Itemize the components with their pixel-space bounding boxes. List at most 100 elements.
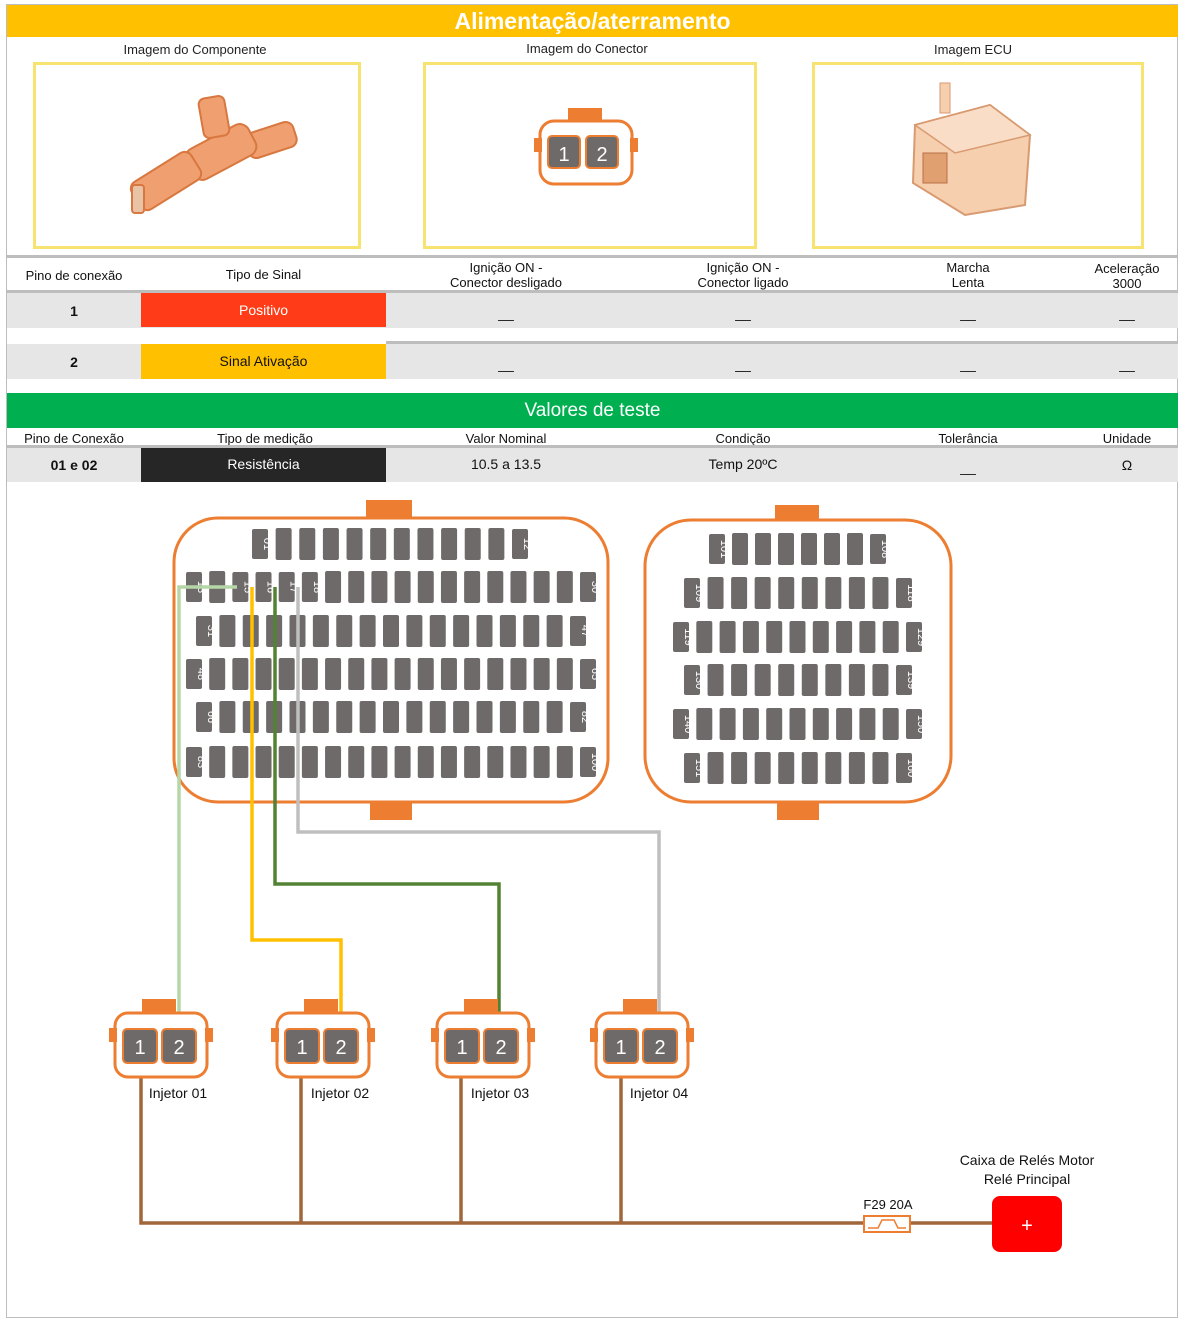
ecu-b-pin (754, 577, 771, 609)
ecu-a-pin-label-01: 01 (261, 538, 273, 550)
ecu-a-pin-label-65-pin (580, 659, 596, 689)
ecu-a-pin (464, 746, 481, 778)
ecu-a-pin-label-83: 83 (195, 756, 207, 768)
ecu-b-pin (848, 577, 865, 609)
ecu-b-pin (778, 664, 795, 696)
ecu-b-pin-label-150: 150 (915, 715, 927, 733)
ecu-a-pin-label-31-pin (196, 616, 212, 646)
ecu-b-pin-label-130-pin (684, 665, 700, 695)
ecu-b-pin-label-151: 151 (693, 759, 705, 777)
component-image-label: Imagem do Componente (123, 42, 267, 57)
ecu-a-pin-label-30: 30 (589, 581, 601, 593)
ecu-a-pin (346, 528, 363, 560)
ecu-a-pin (255, 658, 272, 690)
ecu-b-pin (882, 621, 899, 653)
test-header-condition: Condição (715, 431, 771, 446)
ecu-b-pin (801, 664, 818, 696)
injector-pin-1 (603, 1028, 639, 1064)
ecu-image-label: Imagem ECU (933, 42, 1013, 57)
ecu-a-pin (510, 658, 527, 690)
injector-pin-2 (161, 1028, 197, 1064)
ecu-b-pin (789, 621, 806, 653)
ecu-a-pin-label-82: 82 (579, 711, 591, 723)
wire-common-power (139, 1050, 864, 1225)
ecu-a-pin (510, 571, 527, 603)
page-title: Alimentação/aterramento (7, 5, 1178, 37)
fuse-label: F29 20A (863, 1197, 912, 1212)
ecu-a-pin (546, 615, 563, 647)
ecu-a-pin (219, 615, 236, 647)
fuse-icon (863, 1215, 911, 1233)
header-idle-line2: Lenta (951, 275, 985, 290)
table-separator (386, 341, 1178, 344)
ecu-a-pin (209, 658, 226, 690)
header-accel-line2: 3000 (1112, 276, 1142, 291)
header-ign-off-line1: Ignição ON - (469, 260, 543, 275)
ecu-a-pin (453, 615, 470, 647)
ecu-b-pin-label-119-pin (673, 622, 689, 652)
ecu-a-pin-label-18-pin (301, 572, 318, 602)
ecu-a-pin-label-66-pin (196, 702, 212, 732)
ecu-b-pin (766, 621, 783, 653)
ecu-b-pin-label-129-pin (906, 622, 922, 652)
ecu-a-pin-label-83-pin (186, 747, 202, 777)
test-tolerance: __ (960, 459, 976, 475)
injector-name: Injetor 03 (471, 1085, 530, 1101)
ecu-b-pin (731, 752, 748, 784)
ecu-b-pin-label-140: 140 (682, 715, 694, 733)
ecu-b-pin (755, 533, 771, 565)
ecu-a-pin (464, 571, 481, 603)
ecu-b-pin (696, 621, 713, 653)
header-ign-off-line2: Conector desligado (449, 275, 563, 290)
ecu-b-pin (731, 577, 748, 609)
ecu-a-pin (487, 658, 504, 690)
ecu-b-pin (707, 577, 724, 609)
ecu-b-pin-label-139-pin (896, 665, 912, 695)
injector-latch (686, 1028, 694, 1042)
ecu-a-pin (299, 528, 316, 560)
ecu-a-pin (533, 746, 550, 778)
ecu-a-pin-label-30-pin (580, 572, 596, 602)
row1-ign-on: __ (735, 305, 751, 321)
injector-pin-2-label: 2 (335, 1037, 346, 1059)
ecu-b-pin (847, 533, 863, 565)
ecu-b-pin (719, 621, 736, 653)
ecu-b-pin (766, 708, 783, 740)
ecu-b-pin-label-151-pin (684, 753, 700, 783)
injector-pin-1 (122, 1028, 158, 1064)
header-ign-on-line2: Conector ligado (697, 275, 789, 290)
ecu-a-pin (429, 615, 446, 647)
ecu-a-pin (499, 701, 516, 733)
ecu-a-pin (325, 571, 342, 603)
table-separator (7, 445, 1178, 448)
ecu-a-pin (209, 746, 226, 778)
page-frame (6, 4, 1178, 1318)
ecu-a-pin (371, 571, 388, 603)
ecu-a-pin (348, 658, 365, 690)
ecu-a-pin (556, 571, 573, 603)
ecu-b-pin (778, 577, 795, 609)
ecu-a-pin (556, 746, 573, 778)
ecu-b-pin (848, 664, 865, 696)
injector-latch (431, 1028, 439, 1042)
ecu-a-pin-label-48-pin (186, 659, 202, 689)
ecu-b-pin (719, 708, 736, 740)
ecu-a-pin (348, 746, 365, 778)
ecu-a-pin (359, 615, 376, 647)
ecu-a-pin-label-47-pin (570, 616, 586, 646)
ecu-a-pin-label-66: 66 (205, 711, 217, 723)
ecu-a-pin (476, 701, 493, 733)
connector-preview-pin-1: 1 (558, 144, 569, 166)
ecu-b-pin (754, 752, 771, 784)
ecu-b-pin (696, 708, 713, 740)
ecu-a-pin (255, 746, 272, 778)
ecu-b-pin-label-160-pin (896, 753, 912, 783)
ecu-b-pin-label-108-pin (870, 534, 886, 564)
injector-pin-1-label: 1 (134, 1037, 145, 1059)
row1-idle: __ (960, 305, 976, 321)
injector-latch (367, 1028, 375, 1042)
ecu-b-pin (801, 533, 817, 565)
ecu-a-pin-label-18: 18 (311, 581, 323, 593)
ecu-a-pin-label-100: 100 (589, 753, 601, 771)
